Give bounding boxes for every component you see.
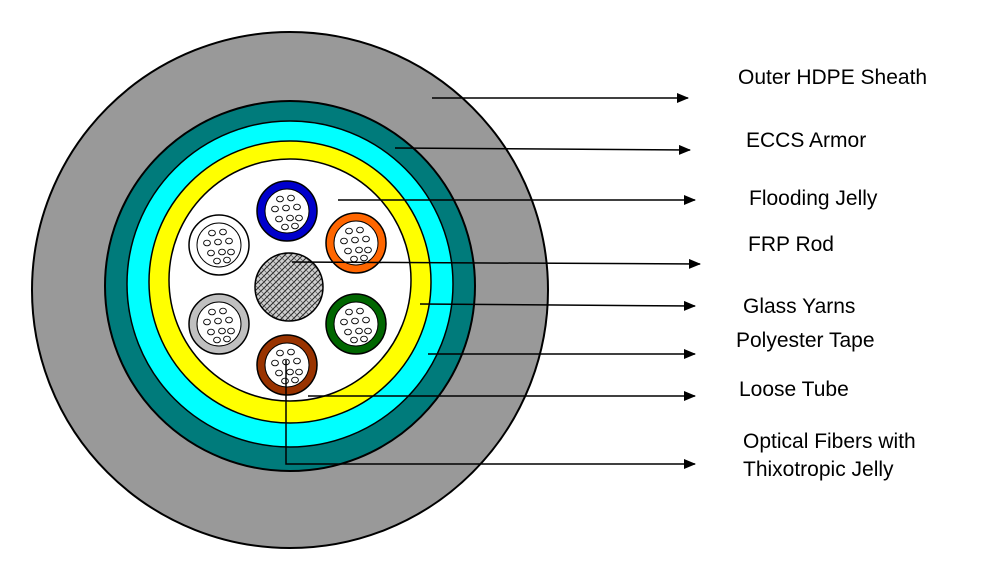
optical-fiber — [291, 376, 299, 384]
optical-fiber — [293, 203, 301, 211]
optical-fiber — [214, 238, 222, 246]
optical-fiber — [286, 368, 294, 376]
loose-tube-blue — [256, 180, 318, 242]
frp-rod — [254, 252, 324, 322]
loose-tube-white — [188, 214, 250, 276]
optical-fiber — [351, 236, 359, 244]
leader-optical-fibers — [285, 360, 696, 469]
loose-tube-brown — [256, 334, 318, 396]
optical-fiber — [276, 349, 284, 357]
optical-fiber — [223, 256, 231, 264]
optical-fiber — [362, 235, 370, 243]
optical-fiber — [225, 316, 233, 324]
optical-fiber — [344, 247, 352, 255]
optical-fiber — [287, 194, 295, 202]
optical-fiber — [350, 336, 358, 344]
label-flooding-jelly: Flooding Jelly — [749, 187, 878, 210]
optical-fiber — [281, 377, 289, 385]
optical-fiber — [218, 248, 226, 256]
optical-fiber — [355, 327, 363, 335]
optical-fiber — [219, 307, 227, 315]
optical-fiber — [345, 227, 353, 235]
optical-fiber — [271, 205, 279, 213]
optical-fiber — [340, 237, 348, 245]
optical-fiber — [340, 318, 348, 326]
optical-fiber — [275, 215, 283, 223]
optical-fiber — [207, 328, 215, 336]
optical-fiber — [207, 249, 215, 257]
optical-fiber — [356, 307, 364, 315]
optical-fiber — [203, 318, 211, 326]
optical-fiber — [281, 223, 289, 231]
optical-fiber — [295, 368, 303, 376]
optical-fiber — [286, 214, 294, 222]
optical-fiber — [203, 239, 211, 247]
leader-frp-rod — [291, 258, 701, 269]
label-frp-rod: FRP Rod — [748, 233, 834, 256]
optical-fiber — [225, 237, 233, 245]
leader-glass-yarns — [419, 300, 696, 311]
leader-lines — [285, 93, 701, 469]
optical-fiber — [208, 308, 216, 316]
label-polyester-tape: Polyester Tape — [736, 329, 875, 352]
optical-fiber — [219, 228, 227, 236]
optical-fiber — [214, 317, 222, 325]
optical-fiber — [345, 308, 353, 316]
label-glass-yarns: Glass Yarns — [743, 295, 856, 318]
optical-fiber — [271, 359, 279, 367]
optical-fiber — [362, 316, 370, 324]
optical-fiber — [295, 214, 303, 222]
optical-fiber — [275, 369, 283, 377]
optical-fiber — [355, 246, 363, 254]
optical-fiber — [218, 327, 226, 335]
label-eccs-armor: ECCS Armor — [746, 129, 867, 152]
optical-fiber — [282, 204, 290, 212]
label-outer-hdpe-sheath: Outer HDPE Sheath — [738, 66, 928, 89]
optical-fiber — [227, 248, 235, 256]
optical-fiber — [293, 357, 301, 365]
optical-fiber — [223, 335, 231, 343]
optical-fiber — [351, 317, 359, 325]
optical-fiber — [344, 328, 352, 336]
optical-fiber — [356, 226, 364, 234]
optical-fiber — [287, 348, 295, 356]
optical-fiber — [227, 327, 235, 335]
optical-fiber — [276, 195, 284, 203]
optical-fiber — [213, 336, 221, 344]
optical-fiber — [213, 257, 221, 265]
loose-tube-orange — [325, 212, 387, 274]
leader-eccs-armor — [394, 144, 691, 155]
label-optical-fibers: Optical Fibers with Thixotropic Jelly — [743, 430, 916, 481]
optical-fiber — [360, 254, 368, 262]
optical-fiber — [364, 327, 372, 335]
loose-tubes — [188, 180, 387, 396]
optical-fiber — [208, 229, 216, 237]
loose-tube-green — [325, 293, 387, 355]
optical-fiber — [364, 246, 372, 254]
loose-tube-grey — [188, 293, 250, 355]
optical-fiber — [291, 222, 299, 230]
optical-fiber — [350, 255, 358, 263]
optical-fiber — [360, 335, 368, 343]
label-loose-tube: Loose Tube — [739, 378, 849, 401]
